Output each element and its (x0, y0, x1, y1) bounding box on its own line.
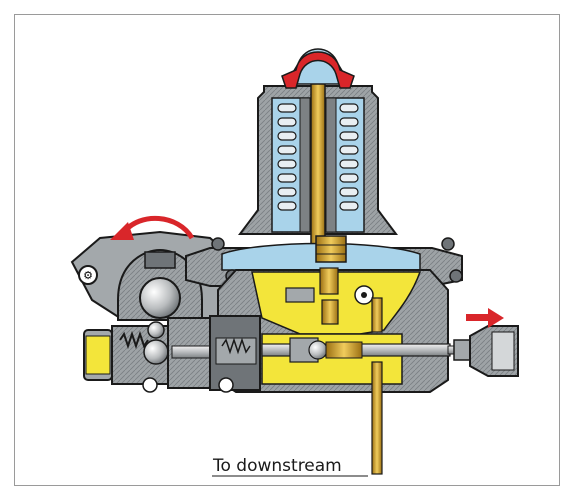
svg-text:⚙: ⚙ (83, 269, 93, 282)
flow-direction-arrow-icon (466, 308, 504, 328)
cap (281, 48, 355, 89)
downstream-pipe (371, 361, 383, 475)
spring-bonnet (238, 69, 398, 261)
cam-housing (117, 248, 203, 321)
valve-stem (261, 337, 451, 363)
outlet-coupling (447, 325, 519, 377)
downstream-label: To downstream (213, 456, 342, 476)
rotation-arrow-icon (110, 216, 195, 240)
inlet-valve-train (83, 315, 261, 393)
